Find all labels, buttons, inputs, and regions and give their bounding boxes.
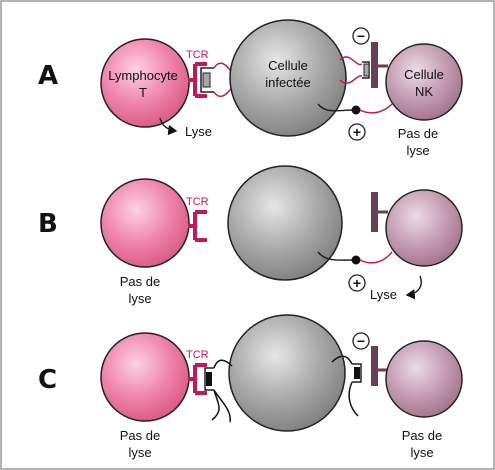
tcr-receptor <box>188 62 207 98</box>
row-b-label: B <box>38 209 58 239</box>
t-lymphocyte-cell <box>100 38 190 128</box>
no-lysis-label-line1: Pas de <box>120 274 160 289</box>
no-lysis-label-line2: lyse <box>406 143 429 158</box>
tcr-receptor <box>188 210 207 242</box>
nk-cell <box>385 189 463 267</box>
no-lysis-label-line1: Pas de <box>120 428 160 443</box>
minus-sign-icon <box>352 332 370 350</box>
mhc-nk-peptide <box>363 63 370 77</box>
activating-ligand <box>317 251 356 261</box>
infected-label-line1: Cellule <box>268 58 308 73</box>
activating-ligand-head <box>351 105 361 115</box>
lymphocyte-label-line1: Lymphocyte <box>108 68 178 83</box>
lysis-label: Lyse <box>185 124 212 139</box>
viral-decoy-left-tether <box>211 359 233 423</box>
tcr-label: TCR <box>186 49 209 61</box>
no-lysis-label-line1: Pas de <box>398 126 438 141</box>
tcr-label: TCR <box>186 349 209 361</box>
nk-inhibitory-receptor <box>371 42 378 88</box>
activating-ligand <box>317 103 356 112</box>
nk-inhibitory-receptor <box>371 346 378 386</box>
activating-ligand-head <box>351 255 361 265</box>
nk-activating-receptor <box>359 103 393 114</box>
infected-label-line2: infectée <box>265 75 311 90</box>
infected-cell <box>227 165 343 281</box>
plus-sign-text: + <box>353 275 361 291</box>
viral-decoy-left-peptide <box>206 372 212 386</box>
nk-cell <box>385 43 463 121</box>
row-c-label: C <box>38 365 57 395</box>
t-lymphocyte-cell <box>100 332 190 422</box>
no-lysis-label-line2: lyse <box>128 291 151 306</box>
no-lysis-label-line2: lyse <box>128 445 151 460</box>
antigen-peptide <box>202 72 211 88</box>
tcr-label: TCR <box>186 196 209 208</box>
infected-cell <box>228 314 346 432</box>
mhc-nk-tether <box>339 56 363 85</box>
tcr-receptor <box>188 363 207 395</box>
no-lysis-label-line2: lyse <box>410 445 433 460</box>
infected-cell <box>229 19 347 137</box>
row-b: B TCR + Lyse Pas de lyse <box>38 165 463 306</box>
nk-activating-receptor <box>359 251 393 264</box>
minus-sign-text: − <box>357 28 365 44</box>
lysis-label: Lyse <box>370 287 397 302</box>
row-c: C TCR − Pas de lyse Pas de lyse <box>38 314 463 460</box>
row-a: A Lymphocyte T TCR Cellule infectée − Ce… <box>38 19 463 158</box>
plus-sign-icon <box>348 123 366 141</box>
lymphocyte-label-line2: T <box>139 85 147 100</box>
lysis-arrow <box>405 275 422 300</box>
nk-label-line1: Cellule <box>404 67 444 82</box>
lysis-arrow <box>159 117 178 136</box>
nk-cell <box>385 340 463 418</box>
plus-sign-text: + <box>353 124 361 140</box>
row-a-label: A <box>38 61 58 91</box>
minus-sign-icon <box>352 27 370 45</box>
no-lysis-label-line1: Pas de <box>402 428 442 443</box>
viral-decoy-right-tether <box>331 355 359 417</box>
minus-sign-text: − <box>357 333 365 349</box>
viral-decoy-right-peptide <box>354 367 360 379</box>
nk-inhibitory-receptor <box>371 192 378 232</box>
plus-sign-icon <box>348 274 366 292</box>
nk-label-line2: NK <box>415 84 433 99</box>
t-lymphocyte-cell <box>100 178 190 268</box>
